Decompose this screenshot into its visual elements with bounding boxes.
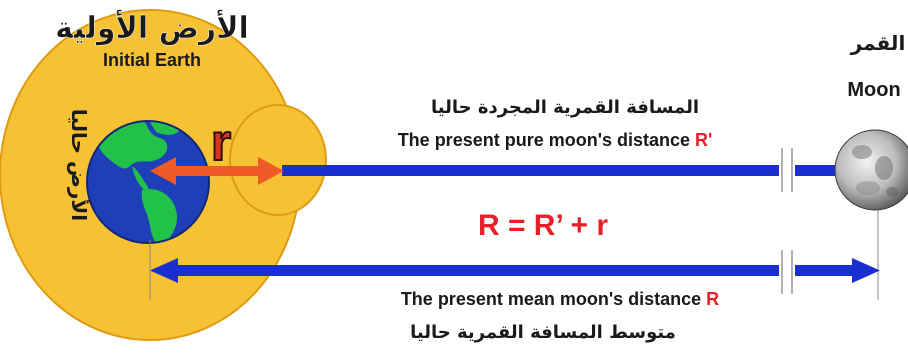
- top-break-marks: [779, 148, 795, 192]
- radius-arrow: [150, 157, 284, 185]
- mean-distance-label-en-text: The present mean moon's distance: [401, 289, 706, 309]
- mean-distance-symbol: R: [706, 289, 719, 309]
- earth-globe-icon: [86, 120, 210, 244]
- initial-earth-label-en: Initial Earth: [103, 50, 201, 70]
- present-earth-label-ar: الأرض حاليا: [67, 109, 92, 221]
- bottom-break-marks: [779, 250, 795, 294]
- offset-circle: [229, 104, 327, 216]
- mean-distance-arrow: [150, 258, 880, 283]
- moon-icon: [834, 129, 908, 211]
- pure-distance-label-en: The present pure moon's distance R': [398, 130, 713, 150]
- radius-label: r: [211, 114, 231, 172]
- distance-equation: R = R’ + r: [478, 209, 608, 242]
- pure-distance-label-ar: المسافة القمرية المجردة حاليا: [431, 97, 699, 118]
- mean-distance-label-ar: متوسط المسافة القمرية حاليا: [410, 322, 676, 343]
- pure-distance-symbol: R': [695, 130, 712, 150]
- initial-earth-label-ar: الأرض الأولية: [55, 9, 249, 46]
- pure-distance-label-en-text: The present pure moon's distance: [398, 130, 695, 150]
- moon-label-ar: القمر: [850, 31, 906, 55]
- mean-distance-label-en: The present mean moon's distance R: [401, 289, 719, 309]
- moon-label-en: Moon: [847, 79, 900, 101]
